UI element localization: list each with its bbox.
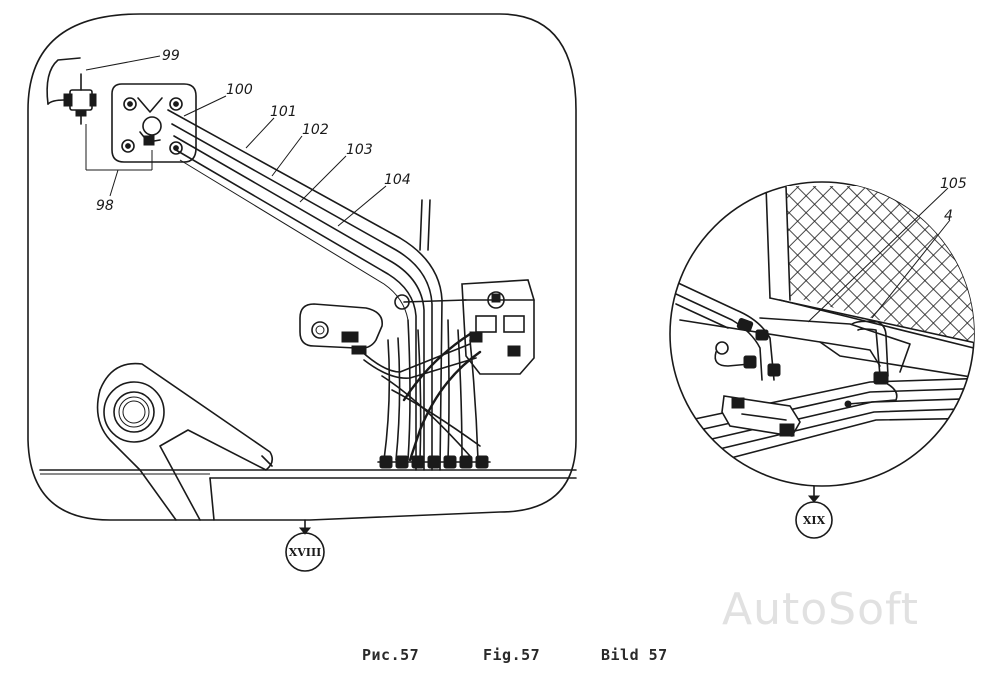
callout-98: 98 [96, 198, 114, 214]
callout-101: 101 [270, 104, 297, 120]
callout-100: 100 [226, 82, 253, 98]
view-label-xix: XIX [795, 485, 833, 539]
lift-arm [96, 362, 274, 521]
caption-ru: Рис.57 [362, 646, 420, 664]
callout-104: 104 [384, 172, 411, 188]
callout-4: 4 [944, 208, 953, 224]
bracket-plate [299, 303, 477, 379]
callout-99: 99 [162, 48, 180, 64]
pipe-bundle [167, 95, 443, 471]
view-label-xviii: XVIII [285, 519, 325, 572]
valve-block [394, 279, 535, 375]
fittings-row [377, 455, 491, 469]
caption-en: Fig.57 [483, 646, 541, 664]
caption-de: Bild 57 [601, 646, 668, 664]
callout-102: 102 [302, 122, 329, 138]
valve-99 [46, 55, 161, 125]
base-frame [39, 469, 577, 521]
view-xviii-label: XVIII [289, 546, 322, 559]
hose-harness [377, 319, 491, 469]
view-xviii-frame [27, 13, 577, 521]
callout-103: 103 [346, 142, 373, 158]
callout-105: 105 [940, 176, 967, 192]
pipe-clamp [721, 395, 801, 437]
view-xix-label: XIX [803, 514, 826, 527]
view-xviii: 99 98 100 101 102 103 104 XVIII [27, 13, 577, 572]
watermark: AutoSoft [722, 584, 919, 635]
view-xix: 105 4 XIX [669, 176, 975, 539]
